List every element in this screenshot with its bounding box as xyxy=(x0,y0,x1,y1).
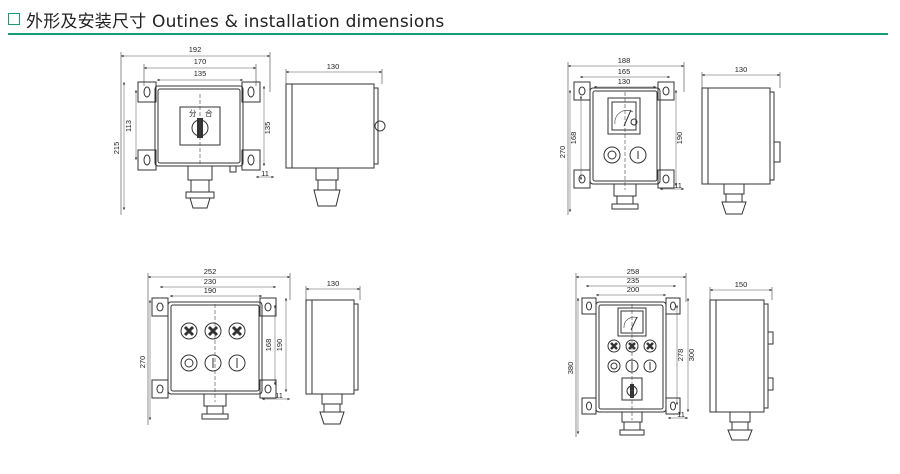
d4-depth: 150 xyxy=(735,280,748,289)
d1-height-mount: 113 xyxy=(124,120,133,132)
d4-width-mount: 235 xyxy=(627,276,640,285)
d2-height-body: 190 xyxy=(675,132,684,145)
d2-width-mount: 165 xyxy=(618,67,631,76)
diagram-3-front-view: 252 230 190 270 168 190 xyxy=(138,267,291,425)
header-divider xyxy=(8,33,888,35)
d4-width-body: 200 xyxy=(627,285,640,294)
section-header: 外形及安装尺寸 Outines & installation dimension… xyxy=(8,6,445,32)
d1-switch-on-label: 合 xyxy=(205,108,213,118)
d2-width-overall: 188 xyxy=(618,56,631,65)
diagram-1-side-view: 130 11 xyxy=(256,62,386,207)
diagram-3-side-view: 130 xyxy=(305,279,361,425)
diagram-1-front-view: 192 170 135 215 113 135 分 合 xyxy=(112,45,272,215)
diagram-2-side-view: 130 xyxy=(701,65,781,215)
diagram-4-front-view: 258 235 200 380 278 300 xyxy=(566,267,696,437)
d1-width-mount: 170 xyxy=(194,57,207,66)
d2-height-mount: 168 xyxy=(569,132,578,145)
checkbox-square-icon xyxy=(8,13,20,25)
d3-depth: 130 xyxy=(327,279,340,288)
d3-height-body: 190 xyxy=(275,339,284,352)
d3-width-overall: 252 xyxy=(204,267,217,276)
d2-height-overall: 270 xyxy=(558,146,567,159)
d3-height-overall: 270 xyxy=(138,356,147,369)
d3-width-body: 190 xyxy=(204,286,217,295)
d1-width-body: 135 xyxy=(194,69,207,78)
d3-width-mount: 230 xyxy=(204,277,217,286)
d1-lug-thickness: 11 xyxy=(261,169,269,178)
d3-lug-thickness: 11 xyxy=(275,391,283,400)
d4-height-overall: 380 xyxy=(566,362,575,375)
d4-lug-thickness: 11 xyxy=(677,410,685,419)
d4-height-mount: 278 xyxy=(676,349,685,362)
d4-height-body: 300 xyxy=(687,349,696,362)
d1-switch-off-label: 分 xyxy=(189,109,197,118)
section-title: 外形及安装尺寸 Outines & installation dimension… xyxy=(26,11,445,32)
d2-depth: 130 xyxy=(735,65,748,74)
diagram-2-front-view: 188 165 130 270 168 190 xyxy=(558,56,685,215)
d3-height-mount: 168 xyxy=(264,339,273,352)
diagram-4-side-view: 150 xyxy=(709,280,774,441)
d1-depth: 130 xyxy=(327,62,340,71)
d1-height-body: 135 xyxy=(263,122,272,135)
d4-width-overall: 258 xyxy=(627,267,640,276)
d1-width-overall: 192 xyxy=(189,45,202,54)
d2-lug-thickness: 11 xyxy=(674,181,682,190)
d2-width-body: 130 xyxy=(618,77,631,86)
d1-height-overall: 215 xyxy=(112,142,121,155)
